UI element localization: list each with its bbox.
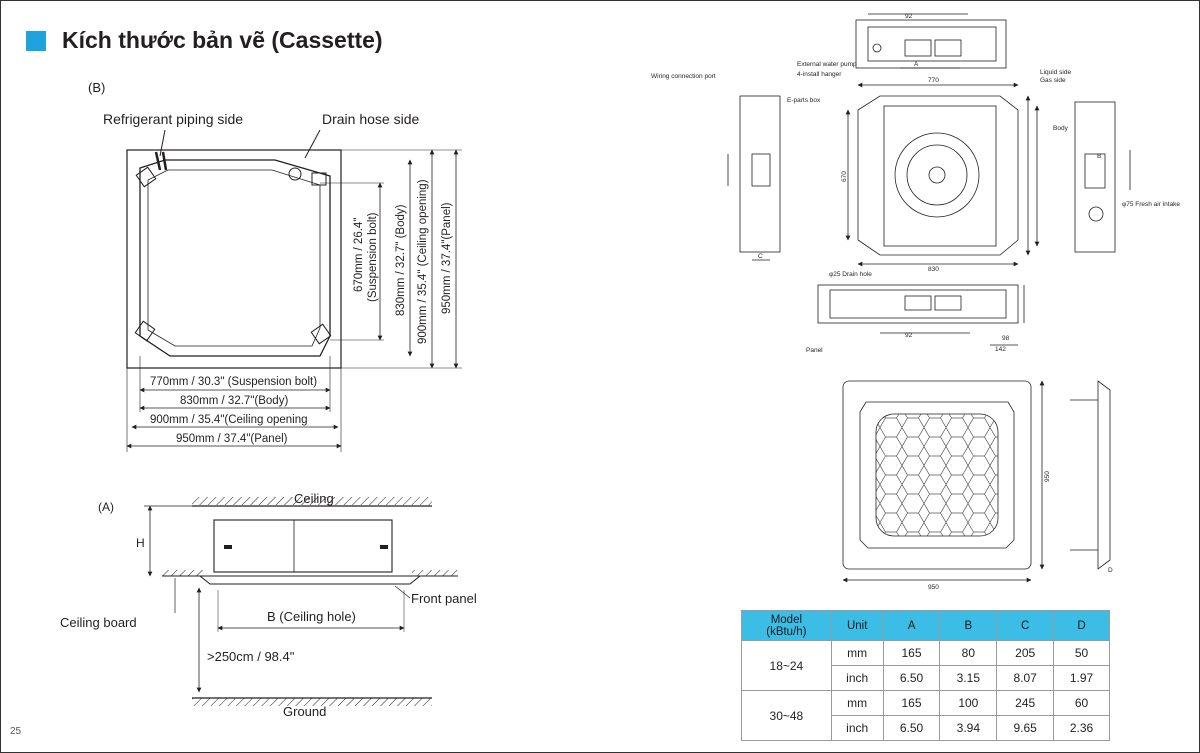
h-ceiling-label: 900mm / 35.4"(Ceiling opening: [150, 414, 308, 426]
cell-d: 1.97: [1053, 665, 1110, 691]
front-panel-label: Front panel: [411, 591, 477, 606]
ceiling-board-label: Ceiling board: [60, 615, 137, 630]
dim-92-top: 92: [905, 13, 913, 20]
table-header-row: Model (kBtu/h) Unit A B C D: [741, 610, 1110, 641]
cell-c: 205: [996, 640, 1055, 666]
wiring-port-label: Wiring connection port: [651, 73, 716, 80]
cell-d: 50: [1053, 640, 1110, 666]
dim-98: 98: [1002, 335, 1010, 342]
dim-92-bottom: 92: [905, 332, 913, 339]
cell-d: 2.36: [1053, 715, 1110, 741]
figure-b: (B) Refrigerant piping side Drain hose s…: [88, 80, 462, 452]
drain-hole-label: φ25 Drain hole: [829, 271, 872, 278]
dim-d: D: [1108, 567, 1113, 574]
dim-670: 670: [841, 171, 848, 182]
cell-c: 8.07: [996, 665, 1055, 691]
left-elevation: [739, 95, 781, 253]
panel-side: [1097, 380, 1111, 570]
hanger-label: 4-install hanger: [797, 71, 842, 78]
header-c: C: [996, 610, 1055, 641]
panel-outline: [126, 149, 342, 369]
body-label: Body: [1053, 125, 1069, 132]
eparts-box-label: E-parts box: [787, 97, 821, 104]
v-suspension-label: 670mm / 26.4": [353, 218, 365, 292]
dim-770: 770: [928, 77, 939, 84]
fresh-air-label: φ75 Fresh air intake: [1122, 201, 1180, 208]
dim-950-v: 950: [1044, 471, 1051, 482]
gas-side-label: Gas side: [1040, 77, 1066, 84]
header-a: A: [882, 610, 941, 641]
page-number: 25: [10, 726, 22, 737]
cell-a: 6.50: [882, 715, 941, 741]
title-bullet-icon: [26, 31, 46, 51]
v-panel-label: 950mm / 37.4"(Panel): [441, 202, 453, 314]
drain-side-label: Drain hose side: [322, 111, 419, 127]
cell-a: 165: [882, 690, 941, 716]
v-suspension-sub-label: (Suspension bolt): [367, 212, 379, 302]
cell-a: 6.50: [882, 665, 941, 691]
panel-plan: [842, 380, 1032, 570]
main-plan: [857, 95, 1019, 256]
v-ceiling-label: 900mm / 35.4" (Ceiling opening): [417, 179, 429, 344]
table-row: inch 6.50 3.94 9.65 2.36: [742, 715, 1110, 741]
cell-unit: mm: [830, 690, 884, 716]
dim-c: C: [758, 253, 763, 260]
refrigerant-side-label: Refrigerant piping side: [103, 111, 243, 127]
figure-b-label: (B): [88, 80, 105, 95]
right-elevation: [1074, 101, 1116, 253]
cell-model: 30~48: [741, 690, 832, 741]
unit-body: [213, 519, 393, 573]
table-row: 30~48 mm 165 100 245 60: [741, 690, 1110, 741]
technical-drawings: [727, 13, 1131, 583]
dim-830: 830: [928, 266, 939, 273]
table-row: 18~24 mm 165 80 205 50: [741, 640, 1110, 691]
cell-c: 245: [996, 690, 1055, 716]
header-unit: Unit: [830, 610, 884, 641]
cell-b: 100: [939, 690, 998, 716]
cell-b: 80: [939, 640, 998, 666]
dim-950: 950: [928, 584, 939, 591]
figure-a: (A) Ceiling H Ceiling board Front panel …: [60, 491, 477, 719]
h-body-label: 830mm / 32.7"(Body): [180, 395, 288, 407]
h-suspension-label: 770mm / 30.3" (Suspension bolt): [150, 376, 317, 388]
liquid-side-label: Liquid side: [1040, 69, 1071, 76]
spec-table: Model (kBtu/h) Unit A B C D 18~24 mm 165…: [741, 610, 1110, 741]
dim-142: 142: [995, 346, 1006, 353]
height-label: >250cm / 98.4": [207, 649, 295, 664]
page-title: Kích thước bản vẽ (Cassette): [62, 27, 383, 53]
cell-b: 3.94: [939, 715, 998, 741]
cell-c: 9.65: [996, 715, 1055, 741]
header-b: B: [939, 610, 998, 641]
ground-label: Ground: [283, 704, 326, 719]
technical-labels: Wiring connection port External water pu…: [651, 13, 1180, 591]
cell-unit: mm: [830, 640, 884, 666]
cell-unit: inch: [830, 715, 884, 741]
body-outline: [139, 159, 331, 357]
cell-model: 18~24: [741, 640, 832, 691]
cell-unit: inch: [830, 665, 884, 691]
v-body-label: 830mm / 32.7" (Body): [395, 204, 407, 316]
header-model: Model (kBtu/h): [741, 610, 832, 641]
bottom-elevation: [817, 284, 1019, 324]
header-d: D: [1053, 610, 1110, 641]
panel-label: Panel: [806, 347, 823, 354]
h-panel-label: 950mm / 37.4"(Panel): [176, 433, 288, 445]
cell-b: 3.15: [939, 665, 998, 691]
water-pump-label: External water pump: [797, 61, 857, 68]
cell-a: 165: [882, 640, 941, 666]
dim-b: B: [1097, 153, 1101, 160]
dim-a: A: [914, 61, 919, 68]
h-label: H: [136, 536, 145, 550]
ceiling-hole-label: B (Ceiling hole): [267, 609, 356, 624]
cell-d: 60: [1053, 690, 1110, 716]
figure-a-label: (A): [98, 500, 114, 514]
